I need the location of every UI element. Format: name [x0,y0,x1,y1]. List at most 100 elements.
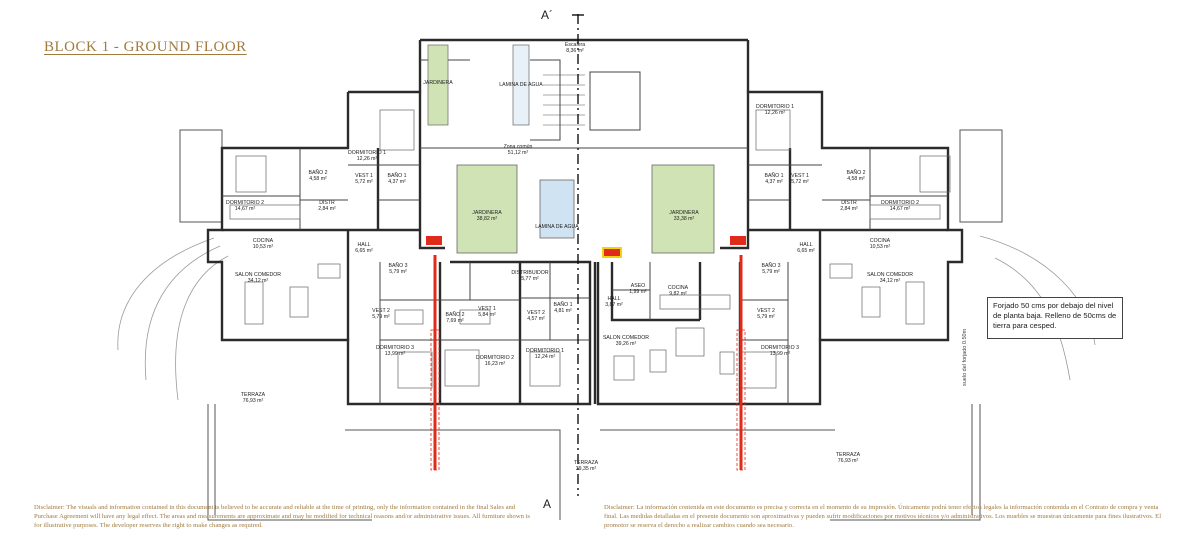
room-name: DISTRIBUIDOR [511,270,549,276]
furniture [229,109,951,389]
room-name: Zona común [503,144,533,150]
room-name: BAÑO 3 [388,263,408,269]
room-label-lamina-c: LAMINA DE AGUA [535,224,579,230]
room-area: 4,37 m² [765,179,783,186]
room-name: COCINA [252,238,274,244]
room-label-jardinera-top: JARDINERA [423,80,452,86]
room-area: 12,26 m² [356,156,378,163]
room-area: 5,79 m² [372,314,390,321]
room-name: DORMITORIO 2 [476,355,514,361]
garden-right [651,164,715,254]
slab-note: Forjado 50 cms por debajo del nivel de p… [987,297,1123,339]
room-area: 4,58 m² [847,176,865,183]
red-section-markers [426,236,746,471]
interior-walls [222,59,948,404]
page-title: BLOCK 1 - GROUND FLOOR [44,39,247,55]
room-name: COCINA [869,238,891,244]
room-name: VEST 1 [478,306,496,312]
room-name: DORMITORIO 1 [526,348,564,354]
room-area: 34,12 m² [879,278,901,285]
room-area: 2,84 m² [840,206,858,213]
room-area: 8,36 m² [566,48,584,55]
room-name: JARDINERA [669,210,699,216]
room-area: 4,81 m² [554,308,572,315]
room-area: 5,79 m² [757,314,775,321]
room-name: BAÑO 3 [761,263,781,269]
room-area: 76,93 m² [837,458,859,465]
room-label-lamina-top: LAMINA DE AGUA [499,82,543,88]
room-area: 5,77 m² [521,276,539,283]
room-name: DORMITORIO 2 [226,200,264,206]
room-area: 16,23 m² [484,361,506,368]
pool-center [539,179,575,239]
room-name: JARDINERA [423,80,453,86]
room-area: 4,57 m² [527,316,545,323]
room-name: VEST 2 [757,308,775,314]
room-name: DORMITORIO 1 [348,150,386,156]
room-area: 12,26 m² [764,110,786,117]
room-name: SALON COMEDOR [234,272,282,278]
garden-left [456,164,518,254]
room-name: VEST 1 [791,173,809,179]
room-name: SALON COMEDOR [602,335,650,341]
room-name: DORMITORIO 3 [376,345,414,351]
room-name: TERRAZA [573,460,599,466]
room-area: 4,58 m² [309,176,327,183]
room-area: 13,99 m² [769,351,791,358]
room-name: LAMINA DE AGUA [535,224,579,230]
disclaimer-spanish: Disclaimer: La información contenida en … [604,504,1162,529]
room-name: ASEO [630,283,646,289]
room-area: 38,82 m² [476,216,498,223]
room-name: HALL [799,242,813,248]
room-name: DORMITORIO 1 [756,104,794,110]
room-name: VEST 1 [355,173,373,179]
room-area: 9,82 m² [669,291,687,298]
room-area: 33,38 m² [673,216,695,223]
walls [206,38,964,406]
room-area: 51,12 m² [507,150,529,157]
room-area: 1,99 m² [629,289,647,296]
room-area: 3,87 m² [605,302,623,309]
room-name: TERRAZA [835,452,861,458]
room-name: TERRAZA [240,392,266,398]
room-name: BAÑO 2 [846,170,866,176]
water-top [512,44,530,126]
room-area: 76,93 m² [242,398,264,405]
room-area: 14,67 m² [889,206,911,213]
room-name: BAÑO 2 [308,170,328,176]
room-area: 5,72 m² [791,179,809,186]
room-name: BAÑO 1 [764,173,784,179]
room-area: 5,72 m² [355,179,373,186]
